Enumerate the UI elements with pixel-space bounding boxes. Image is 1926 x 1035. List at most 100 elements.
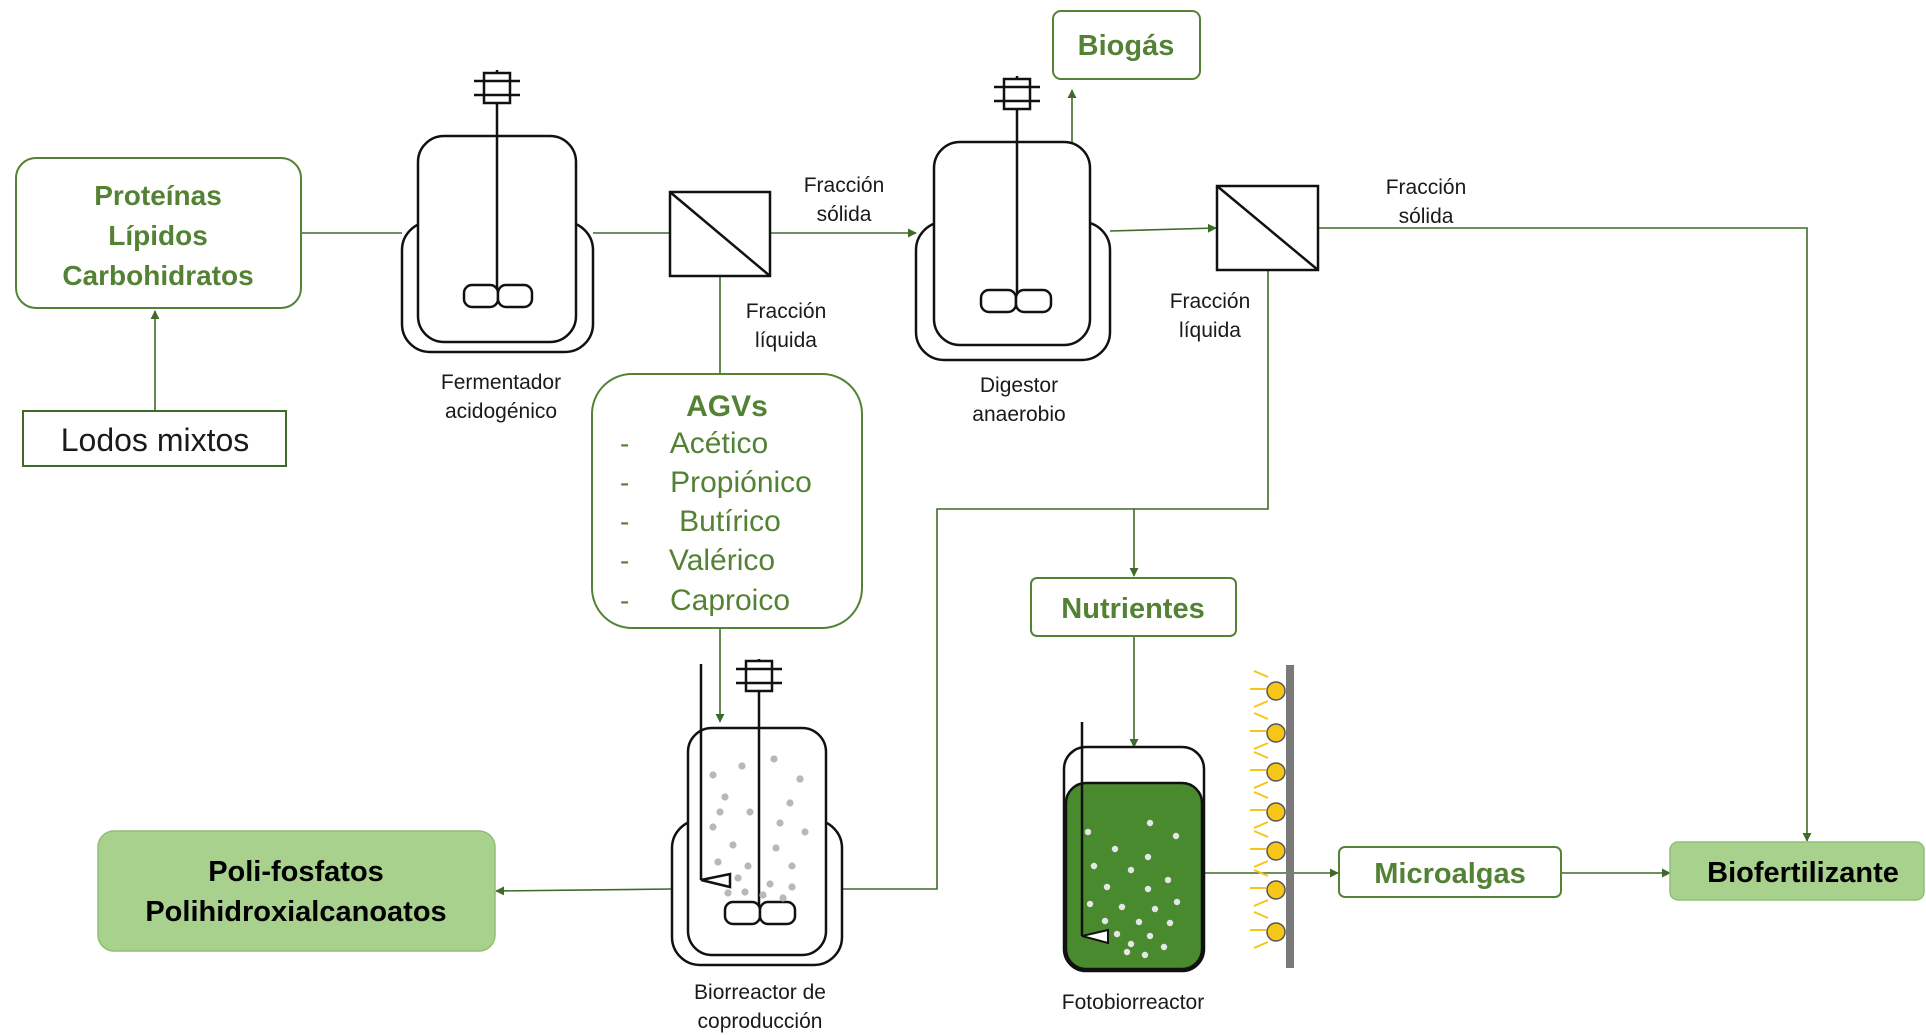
agvs-item-dash: - <box>620 467 629 498</box>
flow-solid-to-biofertilizer <box>1318 227 1812 842</box>
solid-fraction-1-label-2: sólida <box>817 203 872 226</box>
flow-liquid-to-coproduction <box>842 508 1134 890</box>
digester <box>914 76 1112 362</box>
lamp-bulb <box>1266 922 1286 942</box>
bubble <box>1086 900 1094 908</box>
lamp-icon <box>1250 911 1286 949</box>
digester-label-2: anaerobio <box>972 403 1065 426</box>
bubble <box>746 808 754 816</box>
lamp-icon <box>1250 751 1286 789</box>
bubble <box>759 891 767 899</box>
bubble <box>1127 940 1135 948</box>
bubble <box>766 880 774 888</box>
substrate-proteins: Proteínas <box>94 180 222 211</box>
bubble <box>1111 845 1119 853</box>
agvs-item-caproic: Caproico <box>670 584 790 617</box>
lamp-bulb <box>1266 681 1286 701</box>
bubble <box>709 823 717 831</box>
bubble <box>1127 866 1135 874</box>
digester-motor-icon <box>1002 77 1032 111</box>
biofertilizer-label: Biofertilizante <box>1707 857 1899 889</box>
bubble <box>1090 862 1098 870</box>
agvs-item-dash: - <box>620 545 629 576</box>
agvs-item-dash: - <box>620 428 629 459</box>
coproduction-bubbles <box>709 755 809 902</box>
agvs-title: AGVs <box>686 390 768 423</box>
bubble <box>1164 876 1172 884</box>
bubble <box>1113 930 1121 938</box>
bubble <box>714 858 722 866</box>
solid-fraction-1-label-1: Fracción <box>804 174 885 197</box>
coproduction-motor-icon <box>744 659 774 693</box>
microalgae-label: Microalgas <box>1374 858 1526 890</box>
liquid-fraction-1-label-1: Fracción <box>746 300 827 323</box>
bubble <box>1141 951 1149 959</box>
solid-fraction-2-label-1: Fracción <box>1386 176 1467 199</box>
photobioreactor-bubbles <box>1084 819 1181 959</box>
separator-2 <box>1215 184 1320 272</box>
bubble <box>788 862 796 870</box>
biofertilizer-box: Biofertilizante <box>1669 841 1925 901</box>
agvs-list: - Acético - Propiónico - Butírico - Valé… <box>620 427 812 617</box>
lamp-bulb <box>1266 802 1286 822</box>
agvs-item-dash: - <box>620 585 629 616</box>
digester-impeller-icon <box>979 288 1018 314</box>
lamp-icon <box>1250 670 1286 708</box>
bubble <box>1101 917 1109 925</box>
lamp-icon <box>1250 791 1286 829</box>
bubble <box>734 874 742 882</box>
bubble <box>721 793 729 801</box>
agvs-item-acetic: Acético <box>670 427 768 460</box>
flow-liquid-to-nutrients <box>1129 270 1269 577</box>
digester-label-1: Digestor <box>980 374 1058 397</box>
separator-1 <box>668 190 772 278</box>
bubble <box>1123 948 1131 956</box>
fermenter-impeller-icon <box>462 283 500 309</box>
bubble <box>776 819 784 827</box>
biogas-box: Biogás <box>1052 10 1201 80</box>
bubble <box>1144 853 1152 861</box>
bubble <box>1146 819 1154 827</box>
bubble <box>738 762 746 770</box>
product-polyphosphates: Poli-fosfatos <box>208 856 384 888</box>
bubble <box>1118 903 1126 911</box>
nutrients-label: Nutrientes <box>1061 593 1204 625</box>
bubble <box>1166 919 1174 927</box>
agvs-item-dash: - <box>620 506 629 537</box>
liquid-fraction-2-label-2: líquida <box>1179 319 1241 342</box>
lamp-icon <box>1250 712 1286 750</box>
lamp-bulb <box>1266 723 1286 743</box>
bubble <box>1084 828 1092 836</box>
bubble <box>729 841 737 849</box>
coproduction-impeller-icon <box>723 900 762 926</box>
bubble <box>786 799 794 807</box>
bubble <box>772 844 780 852</box>
lamp-icon <box>1250 869 1286 907</box>
sludge-box: Lodos mixtos <box>22 410 287 467</box>
product-polyhydroxyalkanoates: Polihidroxialcanoatos <box>145 896 446 928</box>
lamp-icon <box>1250 830 1286 868</box>
coproduction-bioreactor <box>670 659 844 967</box>
substrates-box: Proteínas Lípidos Carbohidratos <box>15 157 302 309</box>
lamps <box>1250 670 1286 949</box>
fermenter <box>400 70 595 354</box>
photobioreactor <box>1062 722 1206 973</box>
bubble <box>796 775 804 783</box>
coproduction-vessel <box>686 726 828 957</box>
liquid-fraction-2-label-1: Fracción <box>1170 290 1251 313</box>
bubble <box>1135 918 1143 926</box>
biogas-label: Biogás <box>1078 30 1175 62</box>
flow-coproduction-to-products <box>495 886 673 896</box>
lamp-bulb <box>1266 841 1286 861</box>
coproduction-label-2: coproducción <box>698 1010 823 1033</box>
fermenter-motor-icon <box>482 71 512 105</box>
bubble <box>1144 885 1152 893</box>
bubble <box>779 894 787 902</box>
bubble <box>1172 832 1180 840</box>
bubble <box>1151 905 1159 913</box>
products-box: Poli-fosfatos Polihidroxialcanoatos <box>97 830 496 952</box>
flow-lines <box>150 89 1812 896</box>
lamp-bulb <box>1266 762 1286 782</box>
bubble <box>1173 898 1181 906</box>
